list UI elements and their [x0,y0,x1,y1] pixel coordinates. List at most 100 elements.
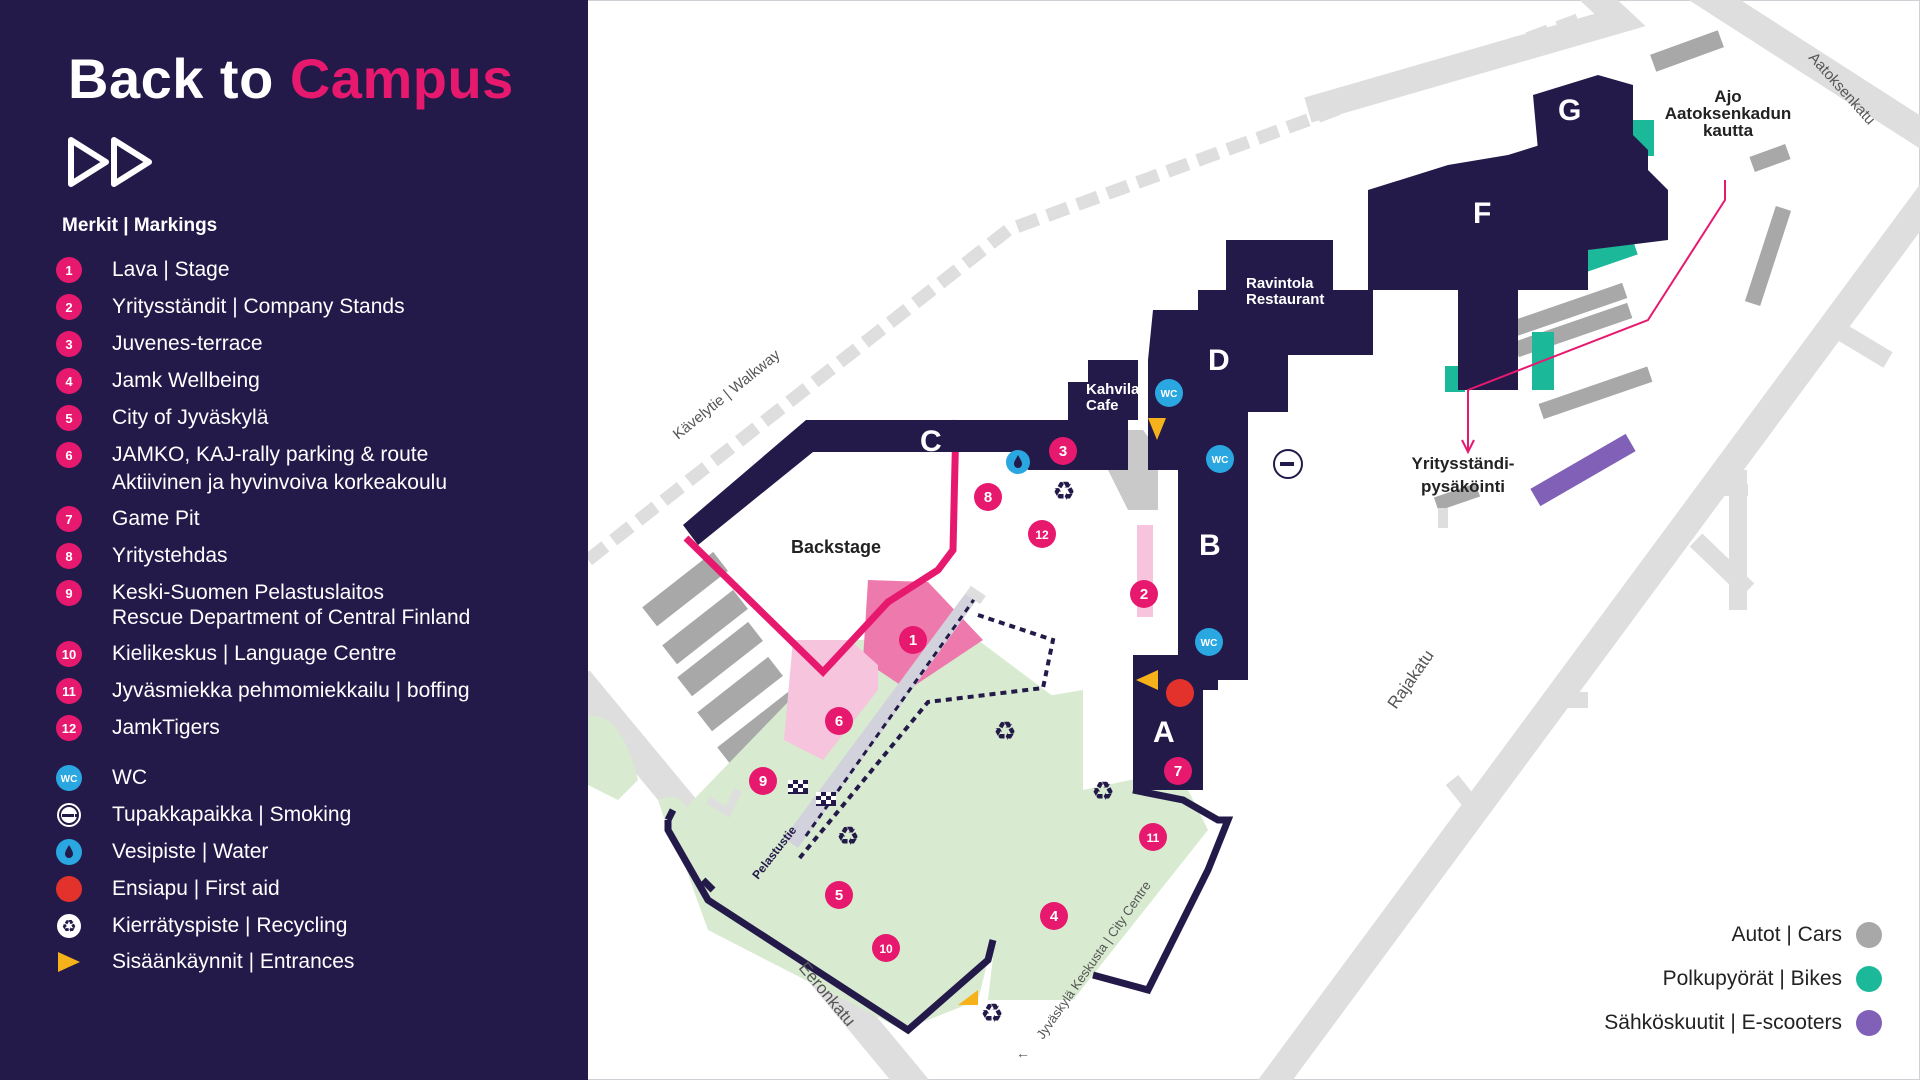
legend-item-label: Jyväsmiekka pehmomiekkailu | boffing [112,679,470,702]
map-marker-7: 7 [1164,757,1192,785]
legend-item-11: 11 Jyväsmiekka pehmomiekkailu | boffing [56,678,470,704]
road-rajakatu [1257,184,1920,1080]
marker-badge: 4 [56,368,82,394]
legend-item-1: 1 Lava | Stage [56,257,230,283]
parking-legend-label: Polkupyörät | Bikes [1662,967,1842,990]
svg-text:WC: WC [1212,455,1229,466]
legend-item-label: Game Pit [112,507,200,530]
map-marker-5: 5 [825,881,853,909]
marker-badge: 7 [56,506,82,532]
building-labels: C D B A E F G [920,94,1581,749]
cars-swatch-icon [1856,922,1882,948]
parking-legend-label: Sähköskuutit | E-scooters [1604,1011,1842,1034]
recycling-icon: ♻ [993,716,1016,746]
label-cafe: Cafe [1086,397,1119,414]
entrance-arrow-icon [1136,670,1158,690]
parking-legend-scooters: Sähköskuutit | E-scooters [1604,1010,1882,1036]
marker-badge: 2 [56,294,82,320]
map-marker-11: 11 [1139,823,1167,851]
legend-item-line2: Rescue Department of Central Finland [112,606,471,629]
label-building-b: B [1199,529,1221,562]
entrance-arrow-icon [958,990,978,1005]
legend-item-5: 5 City of Jyväskylä [56,405,268,431]
scooters-swatch-icon [1856,1010,1882,1036]
finish-flag-icons [788,780,836,806]
campus-map: C D B A E F G Kahvila Cafe Ravintola Res… [588,0,1920,1080]
label-pysakointi: pysäköinti [1421,477,1505,496]
label-building-d: D [1208,344,1230,377]
marker-badge: 1 [56,257,82,283]
legend-symbol-first-aid: Ensiapu | First aid [56,876,280,902]
entrance-arrow-icons [958,418,1166,1005]
label-rajakatu: Rajakatu [1384,646,1438,712]
road-aatoksenkatu [1688,0,1920,149]
marker-badge: 6 [56,442,82,468]
wc-markers: WC WC WC [1155,379,1234,656]
bikes-swatch-icon [1856,966,1882,992]
wc-icon: WC [1155,379,1183,407]
marker-badge: 3 [56,331,82,357]
legend-item-label: Lava | Stage [112,258,230,281]
svg-text:1: 1 [909,632,917,649]
legend-item-6: 6 JAMKO, KAJ-rally parking & route Aktii… [56,442,447,495]
legend-item-label: JamkTigers [112,716,220,739]
legend-item-line2: Aktiivinen ja hyvinvoiva korkeakoulu [112,471,448,494]
svg-text:8: 8 [984,489,992,506]
water-drop-icon [1006,450,1030,474]
legend-item-7: 7 Game Pit [56,506,200,532]
legend-item-label: Keski-Suomen Pelastuslaitos Rescue Depar… [112,580,470,630]
entrance-arrow-icon [1148,418,1166,440]
title-part-white: Back to [68,47,274,110]
wc-icon: WC [56,765,82,791]
svg-text:2: 2 [1140,586,1148,603]
marker-badge: 11 [56,678,82,704]
legend-item-label: Yritystehdas [112,544,228,567]
recycling-icon: ♻ [980,998,1003,1028]
legend-heading: Merkit | Markings [62,215,218,236]
map-marker-9: 9 [749,767,777,795]
wc-icon-text: WC [61,774,78,785]
recycling-icon: ♻ [1091,776,1114,806]
route-lines [683,419,960,678]
label-yritysstandi: Yritysständi- [1412,454,1515,473]
svg-text:WC: WC [1161,389,1178,400]
marker-badge: 12 [56,715,82,741]
first-aid-icon [56,876,82,902]
rally-route [796,613,1056,862]
legend-symbol-entrance: Sisäänkäynnit | Entrances [56,949,354,975]
water-drop-icon [56,839,82,865]
label-ajo: Ajo [1714,87,1741,106]
recycling-icon: ♻ [836,821,859,851]
map-marker-10: 10 [872,934,900,962]
svg-text:10: 10 [879,942,893,956]
city-centre-arrow: ← [1016,1045,1030,1061]
parking-cars-left [642,551,803,767]
marker-badge: 8 [56,543,82,569]
legend-item-3: 3 Juvenes-terrace [56,331,263,357]
marker-badge: 9 [56,580,82,606]
svg-text:3: 3 [1059,443,1067,460]
walkway [588,13,1581,566]
map-marker-12: 12 [1028,520,1056,548]
svg-text:9: 9 [759,773,767,790]
label-building-e: E [1425,309,1445,342]
marker-badge: 5 [56,405,82,431]
building-dab [1133,290,1280,790]
map-marker-2: 2 [1130,580,1158,608]
map-marker-1: 1 [899,626,927,654]
legend-item-label: Tupakkapaikka | Smoking [112,803,352,826]
recycling-icon: ♻ [1052,476,1075,506]
parking-legend-bikes: Polkupyörät | Bikes [1663,966,1882,992]
map-marker-3: 3 [1049,437,1077,465]
legend-symbol-water: Vesipiste | Water [56,839,268,865]
label-backstage: Backstage [791,537,881,557]
svg-text:6: 6 [835,713,843,730]
svg-text:4: 4 [1050,908,1059,925]
svg-text:♻: ♻ [61,917,76,936]
map-marker-4: 4 [1040,902,1068,930]
fast-forward-icon [68,137,152,187]
svg-text:11: 11 [1147,831,1160,845]
legend-item-9: 9 Keski-Suomen Pelastuslaitos Rescue Dep… [56,580,470,630]
recycling-icon: ♻ [56,913,82,939]
label-walkway: Kävelytie | Walkway [670,346,784,443]
